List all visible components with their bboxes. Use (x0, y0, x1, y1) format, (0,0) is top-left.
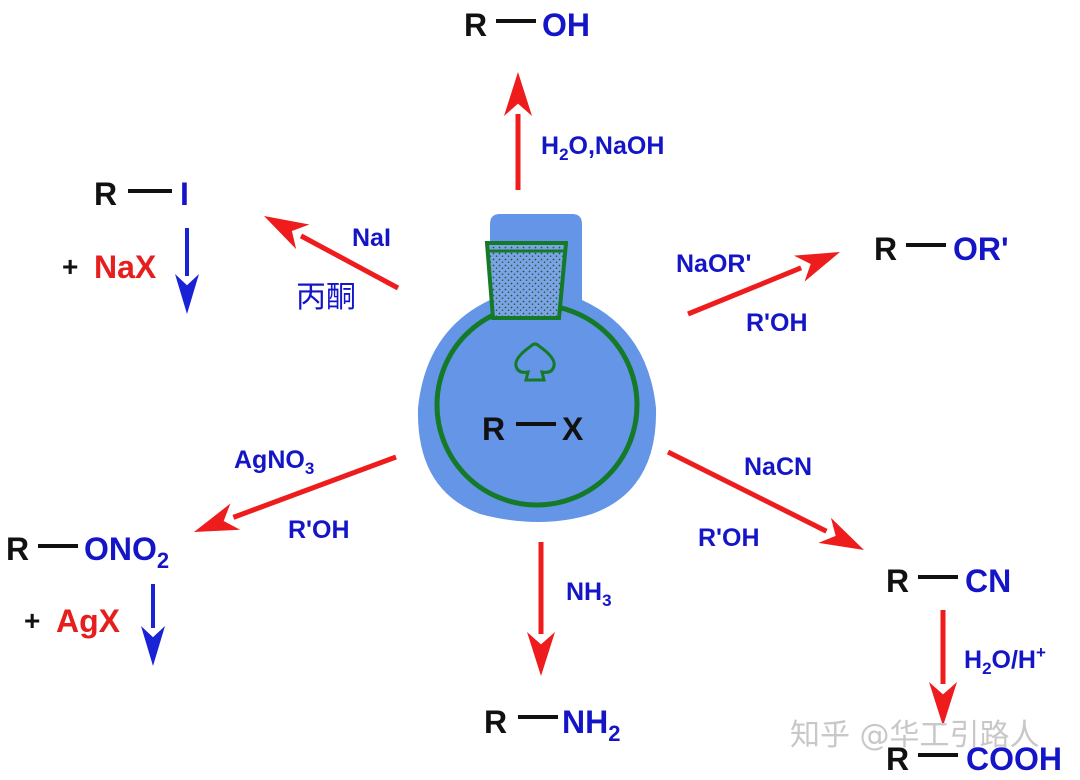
product-lower-right-r: R (886, 563, 909, 599)
byproduct-nax: NaX (94, 249, 157, 285)
reagent-roh-lower-left: R'OH (288, 516, 350, 544)
arrow-to-amine (527, 542, 555, 676)
arrow-to-nitrile (666, 449, 864, 550)
byproduct-agx-plus: + (24, 605, 40, 636)
product-upper-right-r: R (874, 231, 897, 267)
reagent-naor: NaOR' (676, 250, 751, 278)
arrow-to-iodide (264, 216, 400, 291)
bond-lines (38, 19, 958, 757)
product-top-group: OH (542, 7, 590, 43)
byproduct-nax-plus: + (62, 251, 78, 282)
watermark: 知乎 @华工引路人 (790, 718, 1040, 753)
nh2-sub: 2 (608, 721, 620, 746)
reagent-roh-upper-right: R'OH (746, 309, 808, 337)
product-lower-right-group: CN (965, 563, 1011, 599)
reagent-acetone: 丙酮 (296, 280, 356, 315)
product-top-r: R (464, 7, 487, 43)
flask-body (417, 214, 657, 522)
arrow-to-alcohol (504, 72, 532, 190)
center-r: R (482, 411, 505, 447)
precipitate-arrow-nax (175, 228, 199, 314)
nh2-main: NH (562, 704, 608, 740)
product-upper-right-group: OR' (953, 231, 1009, 267)
product-bottom-r: R (484, 704, 507, 740)
reagent-nh3: NH3 (566, 578, 612, 610)
arrow-to-ether (687, 252, 840, 317)
flask-neck-outline (484, 241, 569, 320)
product-lower-left-group: ONO2 (84, 531, 169, 573)
reagent-roh-lower-right: R'OH (698, 524, 760, 552)
product-lower-left-r: R (6, 531, 29, 567)
product-upper-left-r: R (94, 176, 117, 212)
product-cooh-group: COOH (966, 741, 1062, 777)
precipitate-arrow-agx (141, 584, 165, 666)
arrow-to-nitrate (194, 454, 397, 532)
reagent-nacn: NaCN (744, 453, 812, 481)
reagent-agno3: AgNO3 (234, 446, 314, 478)
precipitate-arrows (141, 228, 199, 666)
reagent-hydrolysis: H2O/H+ (964, 643, 1046, 678)
reagent-top: H2O,NaOH (541, 132, 664, 164)
round-bottom-flask-icon (417, 214, 657, 522)
product-cooh-r: R (886, 741, 909, 777)
onono-sub: 2 (157, 548, 169, 573)
byproduct-agx: AgX (56, 603, 121, 639)
onono-main: ONO (84, 531, 157, 567)
reaction-arrows (194, 72, 957, 726)
center-x: X (562, 411, 584, 447)
product-bottom-group: NH2 (562, 704, 620, 746)
reagent-nai: NaI (352, 224, 391, 252)
spade-icon (514, 342, 556, 382)
arrow-to-acid (929, 610, 957, 726)
product-upper-left-group: I (180, 176, 189, 212)
